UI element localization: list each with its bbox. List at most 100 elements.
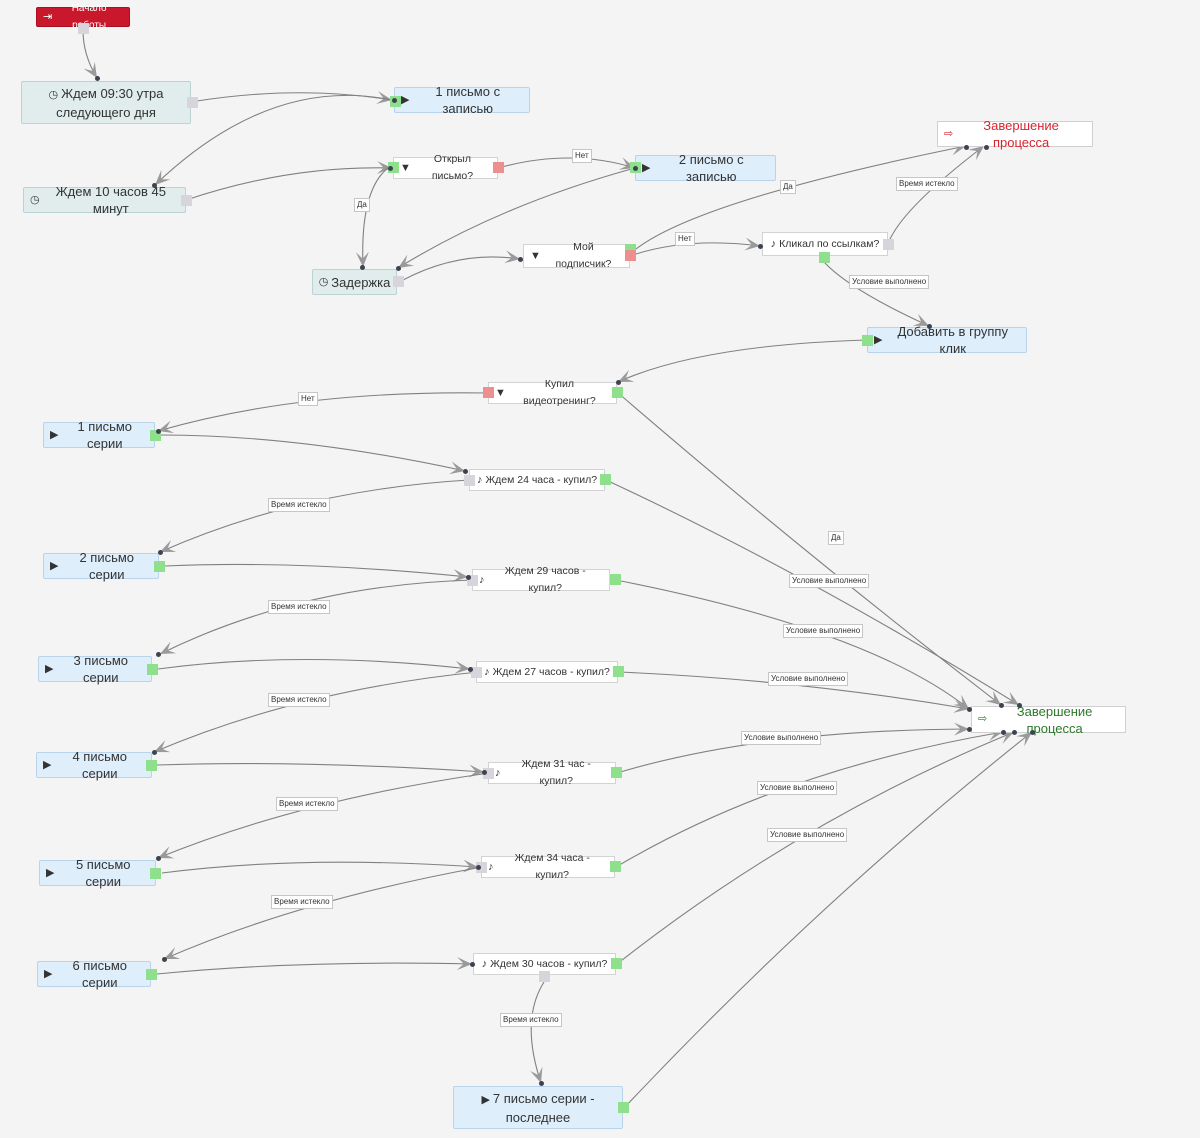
play-icon: ▶	[50, 428, 59, 441]
wait-0930-node[interactable]: ◷Ждем 09:30 утра следующего дня	[21, 81, 191, 124]
delay-node[interactable]: ◷Задержка	[312, 269, 397, 295]
filter-icon: ▼	[495, 386, 506, 399]
anchor-dot	[470, 962, 475, 967]
wait-34-timeout-port[interactable]	[476, 862, 487, 873]
arrowhead	[618, 369, 635, 382]
wait-29-timeout-port[interactable]	[467, 575, 478, 586]
start-output-port[interactable]	[78, 23, 89, 34]
condition-wait-29-node[interactable]: ♪Ждем 29 часов - купил?	[472, 565, 610, 594]
connection-line	[615, 579, 970, 710]
subscriber-no-port[interactable]	[625, 250, 636, 261]
clicked-met-port[interactable]	[819, 252, 830, 263]
bought-no-port[interactable]	[483, 387, 494, 398]
series-2-node[interactable]: ▶2 письмо серии	[43, 550, 159, 582]
anchor-dot	[156, 856, 161, 861]
edge-label-timeout: Время истекло	[268, 498, 330, 512]
arrowhead	[155, 169, 171, 185]
series-1-output-port[interactable]	[150, 430, 161, 441]
series-5-node[interactable]: ▶5 письмо серии	[39, 857, 156, 889]
series-7-output-port[interactable]	[618, 1102, 629, 1113]
play-icon: ▶	[45, 662, 54, 675]
filter-icon: ▼	[400, 161, 411, 174]
anchor-dot	[152, 183, 157, 188]
connection-line	[157, 392, 489, 432]
condition-wait-24-node[interactable]: ♪Ждем 24 часа - купил?	[469, 469, 605, 491]
connection-line	[157, 658, 471, 670]
series-3-output-port[interactable]	[147, 664, 158, 675]
clicked-timeout-port[interactable]	[883, 239, 894, 250]
series-1-node[interactable]: ▶1 письмо серии	[43, 419, 155, 451]
arrowhead	[448, 461, 465, 475]
arrowhead	[744, 237, 760, 251]
wait-27-met-port[interactable]	[613, 666, 624, 677]
condition-opened-node[interactable]: ▼Открыл письмо?	[393, 153, 498, 182]
connection-line	[616, 391, 1002, 706]
connection-line	[156, 762, 485, 773]
add-to-group-output-port[interactable]	[862, 335, 873, 346]
arrowhead	[968, 146, 984, 161]
condition-wait-31-node[interactable]: ♪Ждем 31 час - купил?	[488, 758, 616, 787]
wait-34-met-port[interactable]	[610, 861, 621, 872]
anchor-dot	[162, 957, 167, 962]
series-4-node[interactable]: ▶4 письмо серии	[36, 749, 152, 781]
play-icon: ▶	[50, 559, 59, 572]
wait-30-met-port[interactable]	[611, 958, 622, 969]
connection-line	[497, 157, 636, 169]
anchor-dot	[927, 324, 932, 329]
arrowhead	[530, 1066, 543, 1083]
wait-0930-output-port[interactable]	[187, 97, 198, 108]
anchor-dot	[463, 469, 468, 474]
sign-out-icon: ⇨	[944, 127, 954, 140]
wait-1045-node[interactable]: ◷Ждем 10 часов 45 минут	[23, 184, 186, 216]
series-4-output-port[interactable]	[146, 760, 157, 771]
wait-24-timeout-port[interactable]	[464, 475, 475, 486]
condition-wait-34-node[interactable]: ♪Ждем 34 часа - купил?	[481, 852, 615, 881]
clock-icon: ◷	[30, 193, 40, 206]
anchor-dot	[95, 76, 100, 81]
wait-1045-output-port[interactable]	[181, 195, 192, 206]
wait-29-met-port[interactable]	[610, 574, 621, 585]
opened-yes-port[interactable]	[388, 162, 399, 173]
wait-27-timeout-port[interactable]	[471, 667, 482, 678]
edge-label-condition-met: Условие выполнено	[741, 731, 822, 745]
play-icon: ▶	[401, 93, 410, 106]
series-2-output-port[interactable]	[154, 561, 165, 572]
series-5-output-port[interactable]	[150, 868, 161, 879]
series-6-output-port[interactable]	[146, 969, 157, 980]
wait-31-timeout-port[interactable]	[483, 768, 494, 779]
condition-subscriber-node[interactable]: ▼Мой подписчик?	[523, 241, 630, 270]
wait-24-met-port[interactable]	[600, 474, 611, 485]
connection-line	[362, 167, 389, 268]
filter-icon: ▼	[530, 249, 541, 262]
series-3-node[interactable]: ▶3 письмо серии	[38, 653, 152, 685]
end-process-top-node[interactable]: ⇨Завершение процесса	[937, 118, 1093, 150]
anchor-dot	[482, 770, 487, 775]
add-to-group-node[interactable]: ▶Добавить в группу клик	[867, 324, 1027, 356]
opened-no-port[interactable]	[493, 162, 504, 173]
message-2-record-node[interactable]: ▶2 письмо с записью	[635, 152, 776, 184]
connection-line	[164, 563, 469, 578]
arrowhead	[376, 161, 392, 175]
wait-30-timeout-port[interactable]	[539, 971, 550, 982]
connection-line	[159, 479, 470, 553]
edge-label-no: Нет	[675, 232, 695, 246]
arrowhead	[164, 947, 181, 959]
delay-output-port[interactable]	[393, 276, 404, 287]
condition-wait-27-node[interactable]: ♪Ждем 27 часов - купил?	[476, 661, 618, 683]
end-process-bottom-node[interactable]: ⇨Завершение процесса	[971, 704, 1126, 736]
series-6-node[interactable]: ▶6 письмо серии	[37, 958, 151, 990]
connection-line	[823, 261, 930, 327]
message-1-record-node[interactable]: ▶1 письмо с записью	[394, 84, 530, 116]
condition-bought-node[interactable]: ▼Купил видеотренинг?	[488, 378, 617, 407]
wait-31-met-port[interactable]	[611, 767, 622, 778]
play-icon: ▶	[46, 866, 55, 879]
connection-line	[157, 772, 490, 859]
sign-out-icon: ⇨	[978, 713, 988, 725]
connection-line	[196, 92, 393, 102]
bought-yes-port[interactable]	[612, 387, 623, 398]
subscriber-yes-port[interactable]	[625, 244, 636, 255]
arrowhead	[468, 764, 484, 778]
arrowhead	[376, 91, 392, 105]
series-7-node[interactable]: ▶7 письмо серии - последнее	[453, 1086, 623, 1129]
